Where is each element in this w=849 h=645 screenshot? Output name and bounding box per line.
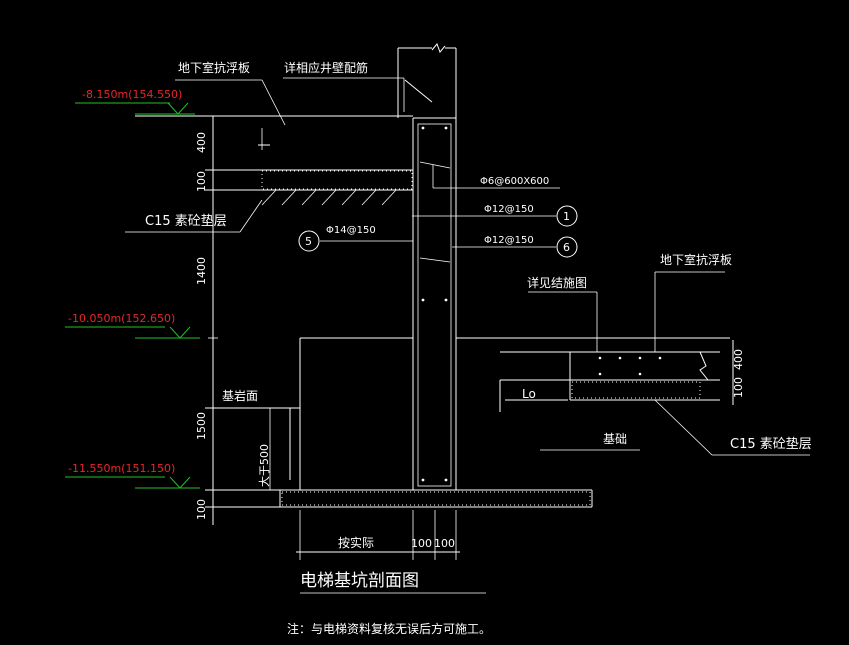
elevation-marker-middle: -10.050m(152.650) [65, 312, 200, 339]
dim-100b: 100 [195, 499, 208, 520]
label-bedrock: 基岩面 [222, 388, 258, 403]
dim-1500: 1500 [195, 412, 208, 440]
elevation-bottom: -11.550m(151.150) [68, 462, 175, 475]
drawing-title: 电梯基坑剖面图 [300, 571, 419, 591]
elevation-marker-bottom: -11.550m(151.150) [65, 462, 200, 489]
rebar-tag-6: 6 [556, 236, 578, 258]
label-lo: Lo [522, 387, 536, 401]
dim-right-400: 400 [732, 349, 745, 370]
svg-text:5: 5 [305, 235, 312, 248]
label-stirrup: Φ6@600X600 [480, 176, 549, 187]
rebar-tag-1: 1 [556, 205, 578, 227]
dim-right-100: 100 [732, 377, 745, 398]
label-cushion-right: C15 素砼垫层 [730, 436, 812, 452]
label-cushion-left: C15 素砼垫层 [145, 213, 227, 229]
bottom-dimension-chain [269, 408, 486, 594]
label-bar5: Φ14@150 [326, 225, 376, 236]
pit-wall [397, 43, 457, 490]
dim-100a: 100 [195, 171, 208, 192]
right-slab [456, 271, 730, 451]
dim-400: 400 [195, 132, 208, 153]
label-see-structure: 详见结施图 [527, 275, 587, 290]
label-see-wall-rebar: 详相应井壁配筋 [284, 60, 368, 75]
elevation-top: -8.150m(154.550) [82, 88, 182, 101]
left-dimension-chain: 400 100 1400 1500 100 [195, 115, 218, 525]
drawing-note: 注：与电梯资料复核无误后方可施工。 [287, 621, 491, 636]
svg-text:6: 6 [563, 241, 570, 254]
label-by-actual: 按实际 [338, 535, 374, 550]
svg-text:1: 1 [563, 210, 570, 223]
elevation-middle: -10.050m(152.650) [68, 312, 175, 325]
elevation-marker-top: -8.150m(154.550) [75, 88, 195, 115]
label-dim-100b: 100 [434, 537, 455, 550]
left-slab [135, 115, 413, 206]
rebar-tag-5: 5 [298, 230, 320, 252]
leader-lines [125, 77, 810, 456]
right-dimension-chain: 400 100 [732, 340, 745, 405]
label-bar6: Φ12@150 [484, 235, 534, 246]
label-bar1: Φ12@150 [484, 204, 534, 215]
label-gt500: 大于500 [257, 444, 271, 487]
label-dim-100a: 100 [411, 537, 432, 550]
label-basement-slab-left: 地下室抗浮板 [178, 60, 250, 75]
label-foundation: 基础 [603, 432, 627, 446]
dim-1400: 1400 [195, 257, 208, 285]
label-basement-slab-right: 地下室抗浮板 [660, 252, 732, 267]
